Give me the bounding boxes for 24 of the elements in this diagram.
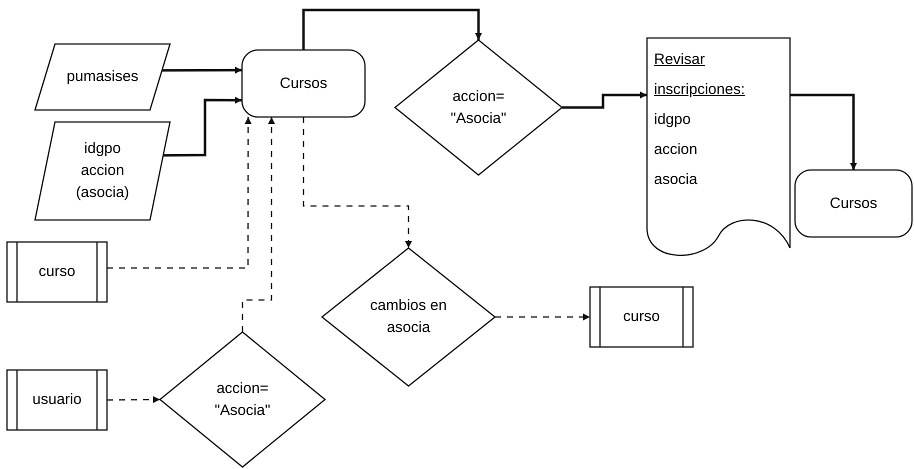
arrow bbox=[163, 96, 242, 157]
node-label: pumasises bbox=[66, 67, 138, 88]
node-label: Cursos bbox=[280, 74, 328, 94]
arrow bbox=[107, 396, 160, 404]
arrow bbox=[495, 314, 590, 320]
field-name: asocia bbox=[654, 170, 698, 190]
node-label: accion= "Asocia" bbox=[450, 86, 508, 128]
arrow bbox=[242, 117, 276, 332]
arrow bbox=[790, 94, 857, 170]
node-label: usuario bbox=[32, 390, 82, 410]
node-label: curso bbox=[38, 262, 76, 282]
arrow bbox=[162, 66, 242, 74]
arrow bbox=[302, 8, 482, 50]
node-label: idgpo accion (asocia) bbox=[74, 139, 130, 203]
arrow bbox=[562, 91, 647, 109]
arrow bbox=[302, 117, 412, 248]
field-name: idgpo bbox=[654, 110, 691, 130]
arrow bbox=[107, 117, 252, 269]
node-label: Cursos bbox=[830, 194, 878, 214]
node-label: cambios en asocia bbox=[369, 296, 448, 338]
node-label: accion= "Asocia" bbox=[214, 378, 272, 420]
field-name: accion bbox=[654, 140, 698, 160]
document-heading: Revisar inscripciones: bbox=[654, 50, 746, 100]
node-label: curso bbox=[623, 307, 660, 328]
